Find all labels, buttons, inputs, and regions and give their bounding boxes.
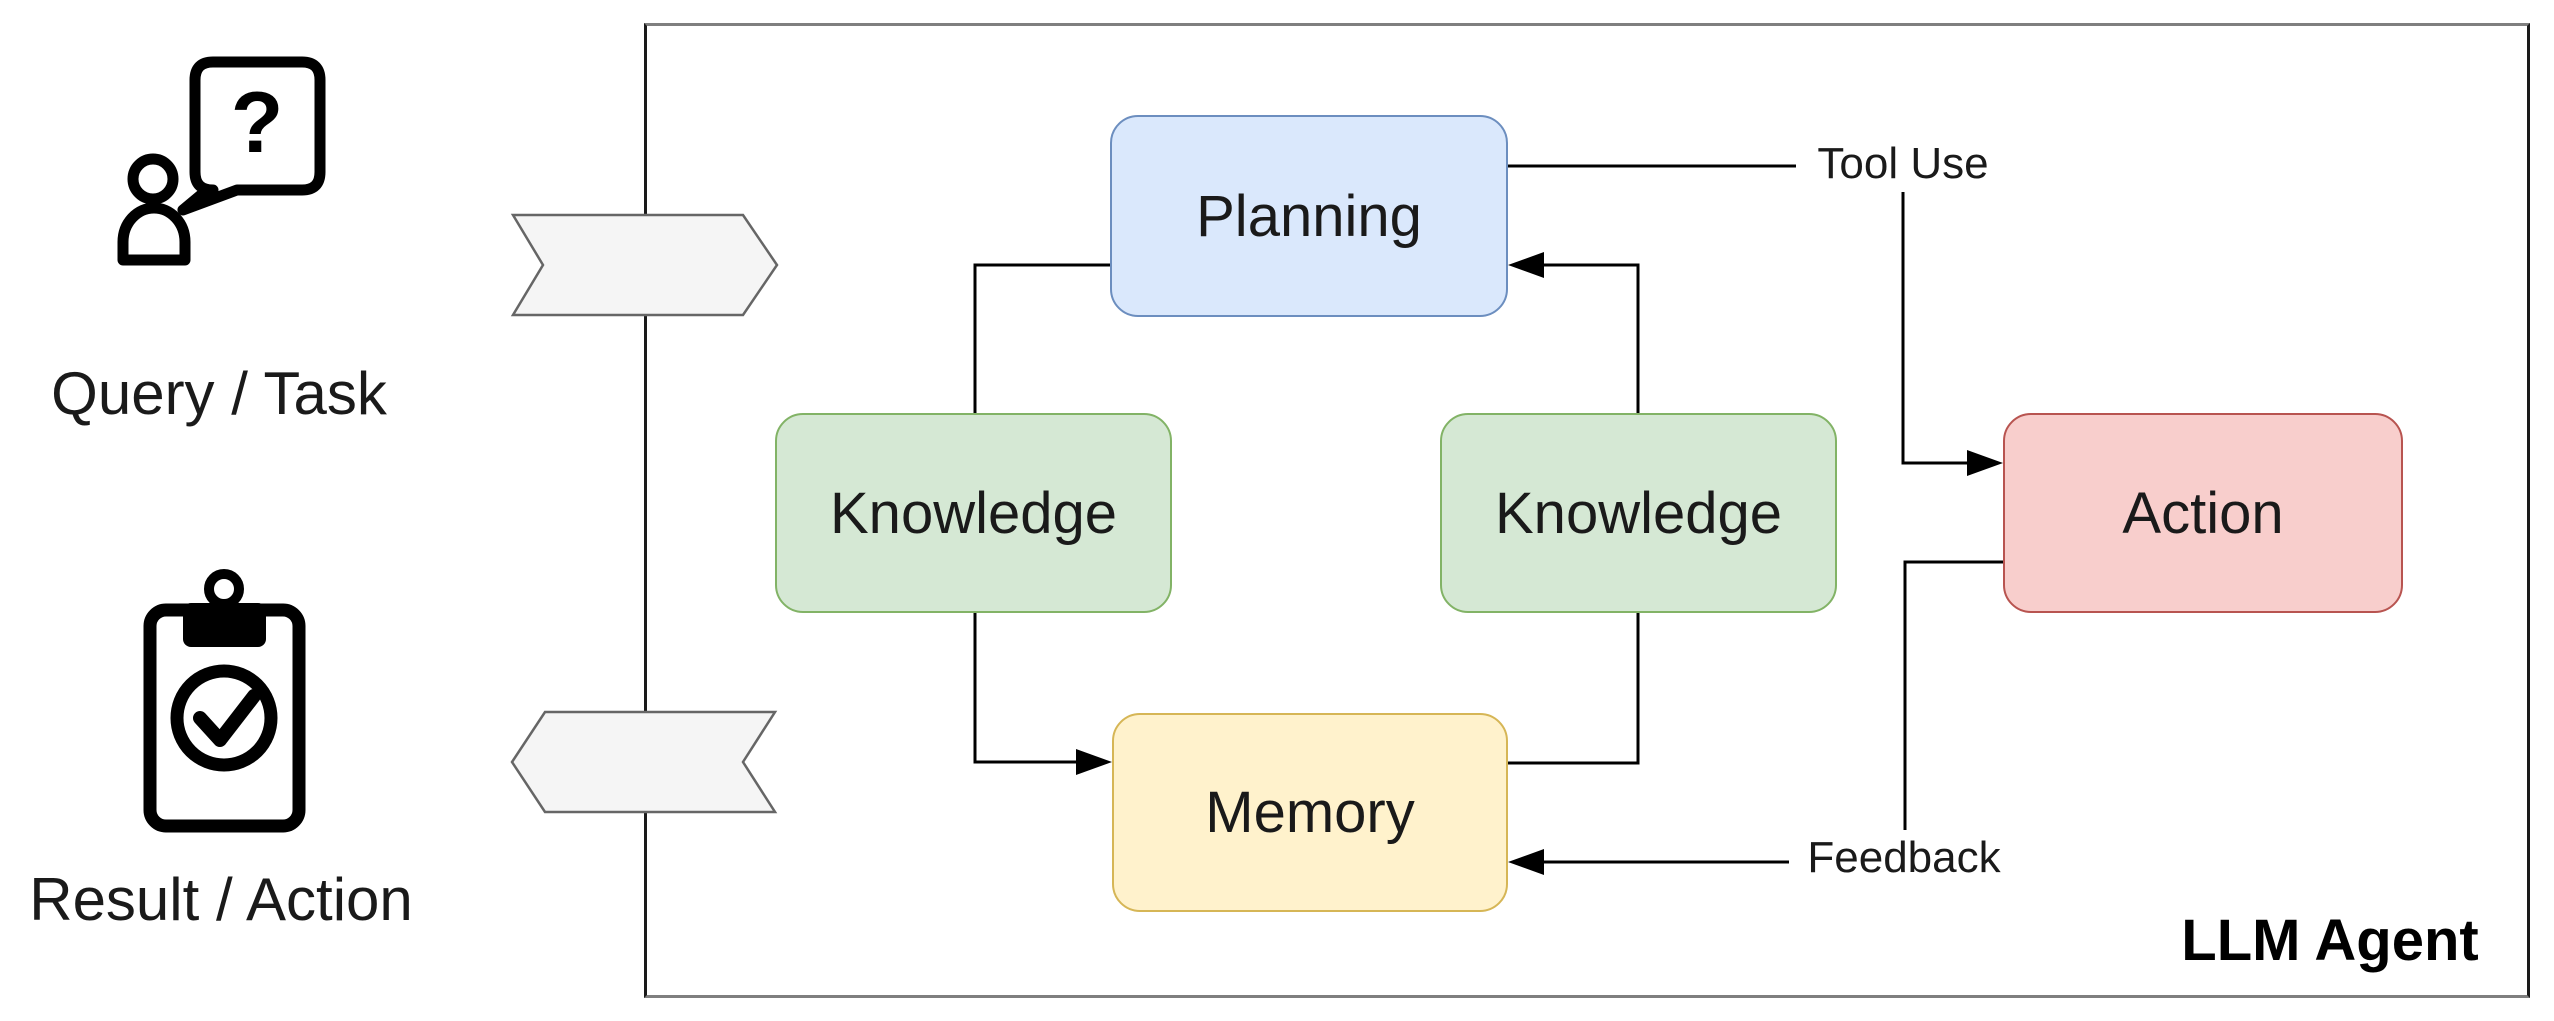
edge-planning-tool-use-to-action: [1508, 164, 1967, 465]
edge-knowledge-right-to-planning: [1544, 263, 1640, 413]
llm-agent-title: LLM Agent: [2181, 907, 2479, 973]
question-mark-glyph: ?: [231, 75, 284, 171]
arrowhead-into-action-left: [1967, 450, 2003, 476]
person-body-shape: [117, 202, 191, 266]
clipboard-clip-shape: [183, 603, 266, 647]
user-question-icon: ?: [117, 56, 326, 266]
node-planning: Planning: [1110, 115, 1508, 317]
person-head-shape: [127, 153, 179, 205]
edge-action-feedback-to-memory: [1544, 560, 2003, 864]
clipboard-ring-shape: [204, 569, 244, 609]
query-task-caption: Query / Task: [51, 359, 387, 427]
input-chevron-arrow-icon: [510, 213, 779, 317]
edge-planning-to-knowledge-left: [973, 263, 1110, 413]
check-mark-shape: [193, 689, 261, 747]
node-memory-label: Memory: [1205, 780, 1415, 845]
arrowhead-into-planning-right: [1508, 252, 1544, 278]
edge-knowledge-left-to-memory: [973, 613, 1078, 764]
edge-label-tool-use: Tool Use: [1796, 136, 2010, 192]
node-memory: Memory: [1112, 713, 1508, 912]
node-knowledge-right-label: Knowledge: [1495, 480, 1782, 546]
clipboard-check-icon: [143, 569, 306, 833]
edge-memory-to-knowledge-right: [1508, 613, 1640, 765]
node-planning-label: Planning: [1196, 183, 1422, 249]
result-action-caption: Result / Action: [29, 865, 413, 933]
node-action-label: Action: [2122, 480, 2284, 546]
arrowhead-into-memory-right: [1508, 849, 1544, 875]
speech-bubble-shape: [177, 56, 326, 216]
output-chevron-arrow-icon: [510, 710, 778, 814]
node-knowledge-left-label: Knowledge: [830, 480, 1117, 546]
node-knowledge-left: Knowledge: [775, 413, 1172, 613]
node-knowledge-right: Knowledge: [1440, 413, 1837, 613]
check-circle-shape: [170, 664, 278, 772]
arrowhead-into-memory-left: [1076, 749, 1112, 775]
edge-label-feedback: Feedback: [1789, 830, 2019, 886]
node-action: Action: [2003, 413, 2403, 613]
